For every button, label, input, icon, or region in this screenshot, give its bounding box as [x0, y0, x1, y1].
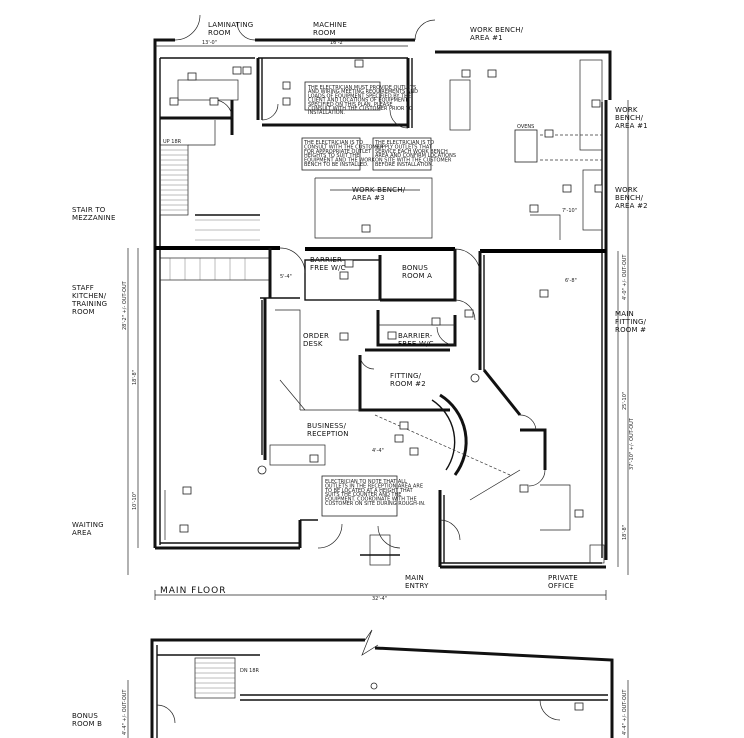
dim-right-upper: 4'-0" +/- OUT-OUT — [622, 254, 628, 300]
outlet-boxes — [169, 59, 603, 690]
stair-mezzanine — [159, 120, 260, 241]
label-work-bench-3: WORK BENCH/AREA #3 — [352, 186, 406, 202]
dim-left-lower: 10'-10" — [132, 492, 138, 510]
outer-walls — [153, 38, 612, 569]
dim-room-5-4: 5'-4" — [280, 274, 292, 280]
dim-machine-width: 16'-2" — [330, 40, 345, 46]
mezzanine-plan — [127, 629, 629, 738]
label-barrier-free-1: BARRIER-FREE W/C — [310, 256, 346, 272]
dim-left-mid: 18'-8" — [132, 370, 138, 385]
lower-interior — [159, 247, 571, 567]
dim-right-lower: 18'-8" — [622, 525, 628, 540]
dim-bench-6-8: 6'-8" — [565, 278, 577, 284]
dim-laminating-width: 13'-0" — [202, 40, 217, 46]
dim-overall-width: 32'-4" — [372, 596, 387, 602]
dimension-text: 13'-0" 16'-2" 32'-4" 7'-10" 6'-8" 5'-4" … — [122, 40, 635, 735]
label-fitting-room-2: FITTING/ROOM #2 — [390, 372, 426, 388]
floor-title: MAIN FLOOR — [160, 586, 226, 596]
dim-lower-left: 4'-4" +/- OUT-OUT — [122, 689, 128, 735]
dimension-lines — [127, 45, 629, 600]
label-ovens: OVENS — [517, 124, 534, 130]
label-business-reception: BUSINESS/RECEPTION — [307, 422, 349, 438]
notes — [301, 81, 432, 517]
dim-right-mid: 25'-10" — [622, 392, 628, 410]
dim-bench-7-10: 7'-10" — [562, 208, 577, 214]
dividing-wall — [155, 246, 606, 253]
upper-interior — [159, 14, 603, 241]
label-barrier-free-2: BARRIER-FREE W/C — [398, 332, 434, 348]
dim-lower-right: 4'-4" +/- OUT-OUT — [622, 689, 628, 735]
dim-up-stair: UP 18R — [163, 139, 182, 145]
dim-left-upper: 28'-2" +/- OUT-OUT — [122, 280, 128, 330]
dim-dn-stair: DN 18R — [240, 668, 260, 674]
dim-room-4-4: 4'-4" — [372, 448, 384, 454]
label-work-bench-1-top: WORK BENCH/AREA #1 — [470, 26, 524, 42]
dim-right-total: 37'-10" +/- OUT-OUT — [629, 417, 635, 470]
